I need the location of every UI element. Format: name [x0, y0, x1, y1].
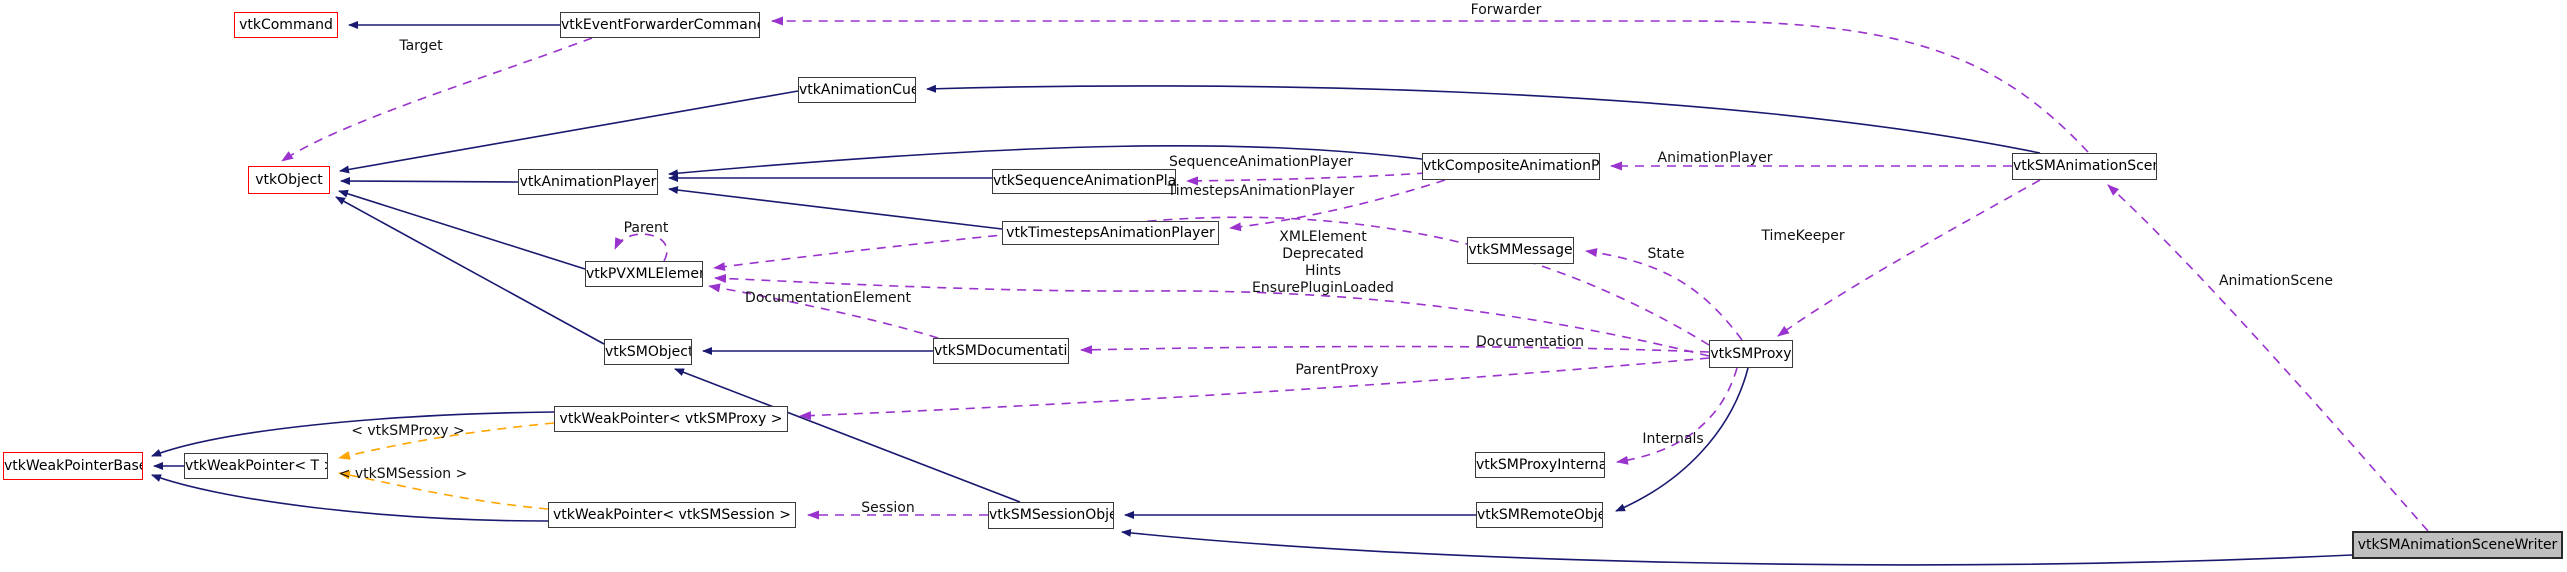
edge-label-hints: Hints: [1304, 263, 1342, 279]
edge-label-xmlelement: XMLElement: [1279, 229, 1367, 245]
node-vtkSequenceAnimationPlayer[interactable]: vtkSequenceAnimationPlayer: [992, 169, 1176, 194]
edge-parentproxy: [799, 357, 1710, 421]
edge-label-session: Session: [861, 500, 915, 516]
node-vtkSMDocumentation[interactable]: vtkSMDocumentation: [933, 338, 1069, 364]
edge-timestepsplayer-to-animationplayer: [668, 186, 1003, 230]
edge-smproxy-to-smremoteobject: [1615, 367, 1749, 512]
edge-label-forwarder: Forwarder: [1470, 2, 1542, 18]
edge-weakpointerproxy-to-weakpointerbase: [151, 411, 555, 457]
node-vtkCompositeAnimationPlayer[interactable]: vtkCompositeAnimationPlayer: [1422, 153, 1600, 180]
node-vtkWeakPointerBase[interactable]: vtkWeakPointerBase: [3, 452, 143, 480]
node-vtkWeakPointer-vtkSMProxy[interactable]: vtkWeakPointer< vtkSMProxy >: [554, 406, 788, 432]
node-vtkSMProxyInternals[interactable]: vtkSMProxyInternals: [1475, 452, 1605, 478]
edge-label-template-vtksmsession: < vtkSMSession >: [338, 466, 468, 482]
edge-parent-selfloop: [614, 233, 668, 262]
edge-label-animationscene: AnimationScene: [2218, 273, 2334, 289]
edge-smanimationscene-to-animationcue: [926, 84, 2041, 154]
edge-label-template-vtksmproxy: < vtkSMProxy >: [351, 423, 465, 439]
edge-animationplayer-to-object: [340, 177, 519, 186]
edge-compositeplayer-to-animationplayer: [668, 145, 1423, 178]
edge-state: [1585, 248, 1743, 341]
edge-template-vtksmsession: [338, 470, 549, 510]
node-vtkWeakPointer-vtkSMSession[interactable]: vtkWeakPointer< vtkSMSession >: [548, 502, 796, 528]
edge-label-internals: Internals: [1642, 431, 1704, 447]
node-vtkCommand[interactable]: vtkCommand: [234, 12, 338, 38]
edge-label-documentationelement: DocumentationElement: [745, 290, 911, 306]
edge-forwarder: [771, 16, 2089, 153]
node-vtkEventForwarderCommand[interactable]: vtkEventForwarderCommand: [560, 12, 760, 38]
edge-label-timekeeper: TimeKeeper: [1761, 228, 1845, 244]
edge-target: [281, 37, 593, 162]
node-vtkSMMessage[interactable]: vtkSMMessage: [1467, 237, 1574, 264]
edge-label-sequenceanimationplayer: SequenceAnimationPlayer: [1169, 154, 1353, 170]
edge-timekeeper: [1777, 179, 2041, 337]
edge-smobject-to-object: [335, 196, 605, 345]
node-vtkSMAnimationScene[interactable]: vtkSMAnimationScene: [2012, 153, 2157, 180]
edge-label-documentation: Documentation: [1476, 334, 1584, 350]
edge-label-deprecated: Deprecated: [1282, 246, 1364, 262]
edge-timestepsanimationplayer-member: [1229, 179, 1446, 232]
edge-xmlelement-members-lower: [714, 273, 1710, 357]
edge-smsessionobject-to-smobject: [674, 368, 1021, 503]
edge-animationscene-member: [2107, 184, 2429, 532]
edge-label-parentproxy: ParentProxy: [1295, 362, 1379, 378]
edge-weakpointersession-to-weakpointerbase: [151, 474, 549, 522]
edge-internals: [1616, 367, 1738, 465]
edge-label-target: Target: [399, 38, 443, 54]
edge-sequenceanimationplayer-member: [1186, 172, 1427, 186]
edge-scenewriter-to-smsessionobject: [1121, 528, 2353, 566]
edge-label-timestepsanimationplayer: TimestepsAnimationPlayer: [1167, 183, 1355, 199]
edge-animationcue-to-object: [339, 90, 799, 174]
edge-documentationelement: [708, 283, 939, 339]
edge-documentation: [1080, 345, 1710, 355]
node-vtkSMRemoteObject[interactable]: vtkSMRemoteObject: [1476, 502, 1603, 528]
node-vtkSMProxy[interactable]: vtkSMProxy: [1709, 340, 1793, 368]
edge-label-state: State: [1647, 246, 1685, 262]
node-vtkAnimationCue[interactable]: vtkAnimationCue: [798, 77, 916, 103]
edge-xmlelement-members-upper: [713, 216, 1710, 346]
node-vtkTimestepsAnimationPlayer[interactable]: vtkTimestepsAnimationPlayer: [1002, 221, 1219, 245]
edge-pvxmlelement-to-object: [338, 189, 586, 270]
edge-label-parent: Parent: [623, 220, 669, 236]
node-vtkPVXMLElement[interactable]: vtkPVXMLElement: [585, 261, 703, 287]
edge-label-ensurepluginloaded: EnsurePluginLoaded: [1252, 280, 1394, 296]
node-vtkWeakPointer-T[interactable]: vtkWeakPointer< T >: [184, 453, 328, 479]
node-vtkSMAnimationSceneWriter: vtkSMAnimationSceneWriter: [2352, 531, 2563, 559]
node-vtkObject[interactable]: vtkObject: [248, 166, 330, 194]
node-vtkSMObject[interactable]: vtkSMObject: [604, 339, 692, 365]
node-vtkSMSessionObject[interactable]: vtkSMSessionObject: [988, 502, 1114, 529]
edge-template-vtksmproxy: [338, 422, 555, 460]
node-vtkAnimationPlayer[interactable]: vtkAnimationPlayer: [518, 169, 658, 195]
edge-label-animationplayer: AnimationPlayer: [1657, 150, 1773, 166]
